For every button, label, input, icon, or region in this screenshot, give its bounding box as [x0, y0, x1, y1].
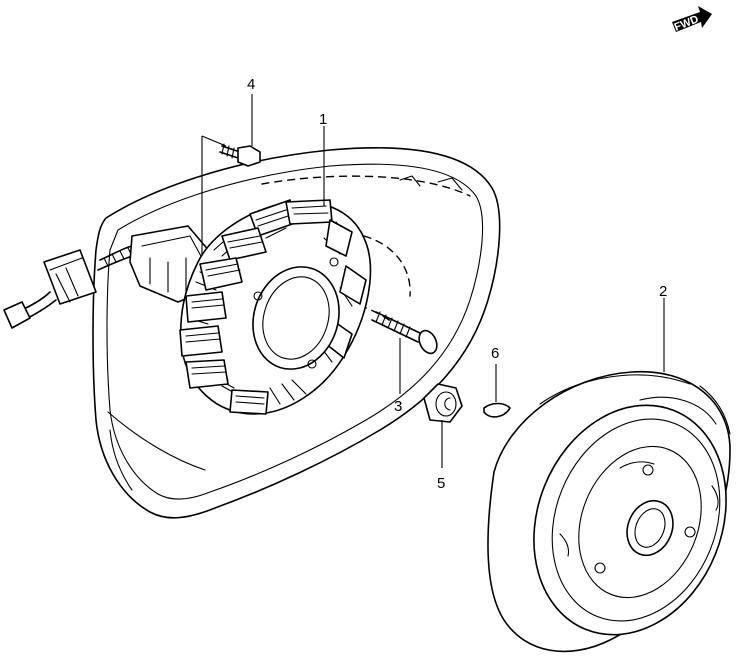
key-part-6: [483, 402, 511, 418]
wire-connector: [43, 249, 97, 305]
callout-5: 5: [437, 475, 445, 492]
wire-lead: [3, 291, 57, 329]
leader-lines: [201, 94, 665, 468]
stator-coil: [179, 199, 372, 415]
callout-2: 2: [659, 283, 667, 300]
rotor-flywheel: [487, 370, 731, 653]
fwd-label: FWD: [673, 13, 701, 34]
nut-part-5: [423, 383, 463, 423]
callout-3: 3: [394, 398, 402, 415]
callout-4: 4: [247, 76, 255, 93]
bolt-part-4: [219, 143, 261, 167]
screw-part-3: [371, 311, 438, 355]
callout-1: 1: [319, 111, 327, 128]
fwd-arrow-icon: FWD: [672, 6, 712, 34]
callout-6: 6: [491, 345, 499, 362]
